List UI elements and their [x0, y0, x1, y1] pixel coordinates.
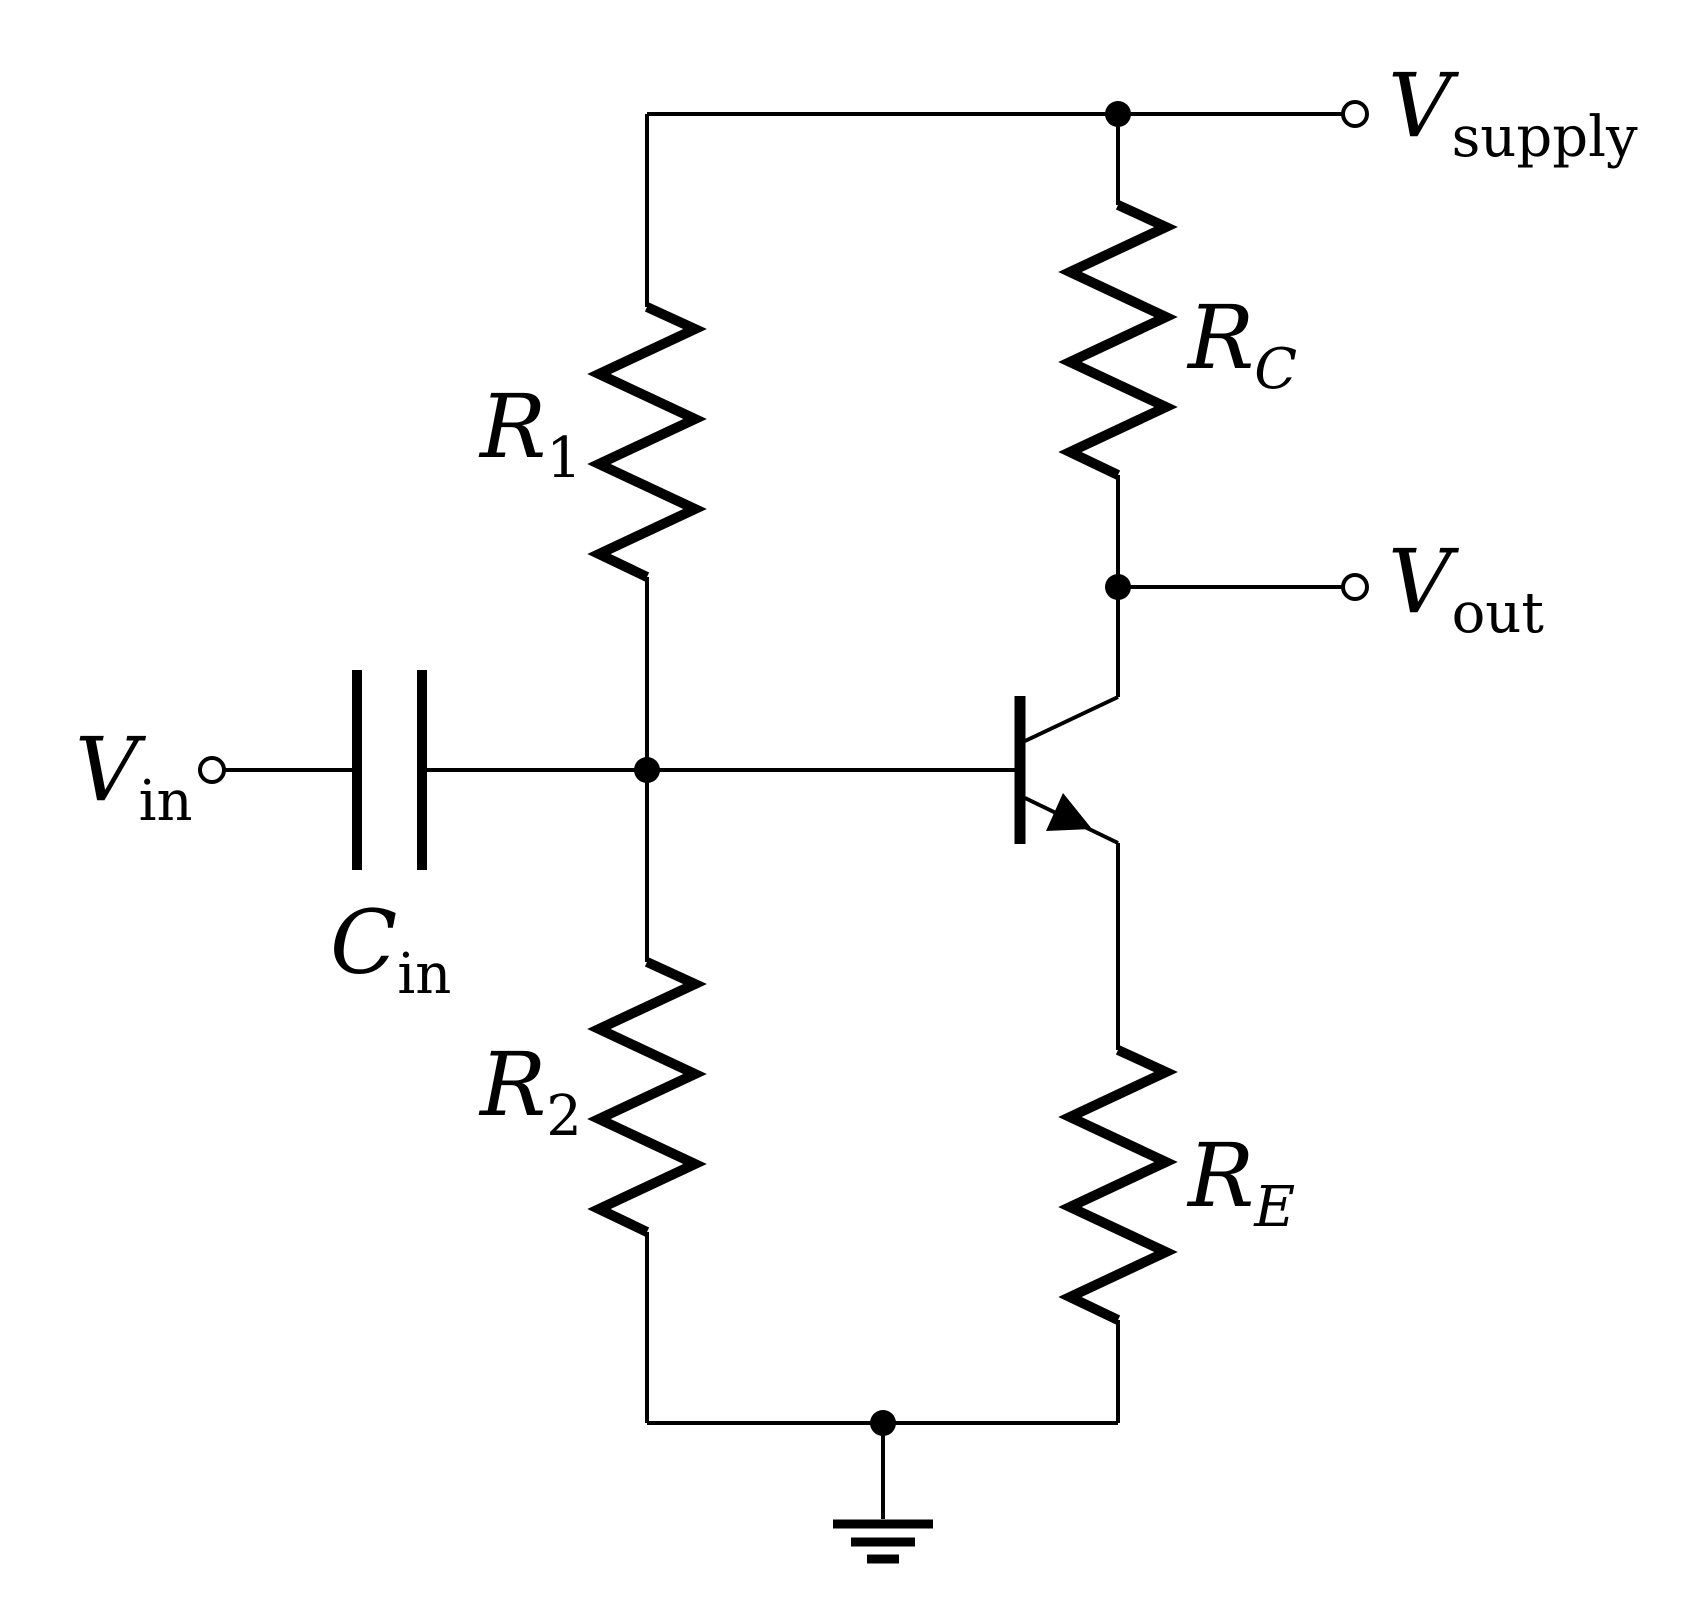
re-zigzag	[1058, 1045, 1178, 1325]
rc-label: RC	[1186, 286, 1297, 402]
input-network	[198, 670, 1015, 870]
r1-zigzag	[587, 302, 707, 582]
vin-label: Vin	[75, 718, 193, 834]
output-node	[1105, 573, 1369, 601]
vin-terminal-icon	[198, 756, 226, 784]
re-label: RE	[1186, 1124, 1295, 1240]
resistor-r2	[587, 770, 707, 1423]
ground-rail	[647, 1410, 1118, 1564]
r2-label: R2	[478, 1033, 582, 1149]
vsupply-terminal-icon	[1341, 100, 1369, 128]
transistor-collector-diagonal	[1024, 695, 1119, 743]
vout-terminal-icon	[1341, 573, 1369, 601]
emitter-arrow-icon	[1046, 793, 1092, 831]
resistor-rc	[1058, 114, 1178, 587]
resistor-r1	[587, 114, 707, 770]
r1-label: R1	[478, 375, 582, 491]
resistor-re	[1058, 843, 1178, 1423]
vout-label: Vout	[1388, 530, 1544, 646]
r2-zigzag	[587, 957, 707, 1237]
earth-ground-icon	[833, 1423, 933, 1564]
rc-zigzag	[1058, 200, 1178, 480]
cin-label: Cin	[330, 891, 451, 1007]
npn-transistor-icon	[1014, 587, 1120, 845]
vsupply-label: Vsupply	[1388, 54, 1638, 170]
supply-rail	[647, 100, 1369, 128]
capacitor-cin	[352, 670, 427, 870]
base-junction-dot	[634, 757, 660, 783]
